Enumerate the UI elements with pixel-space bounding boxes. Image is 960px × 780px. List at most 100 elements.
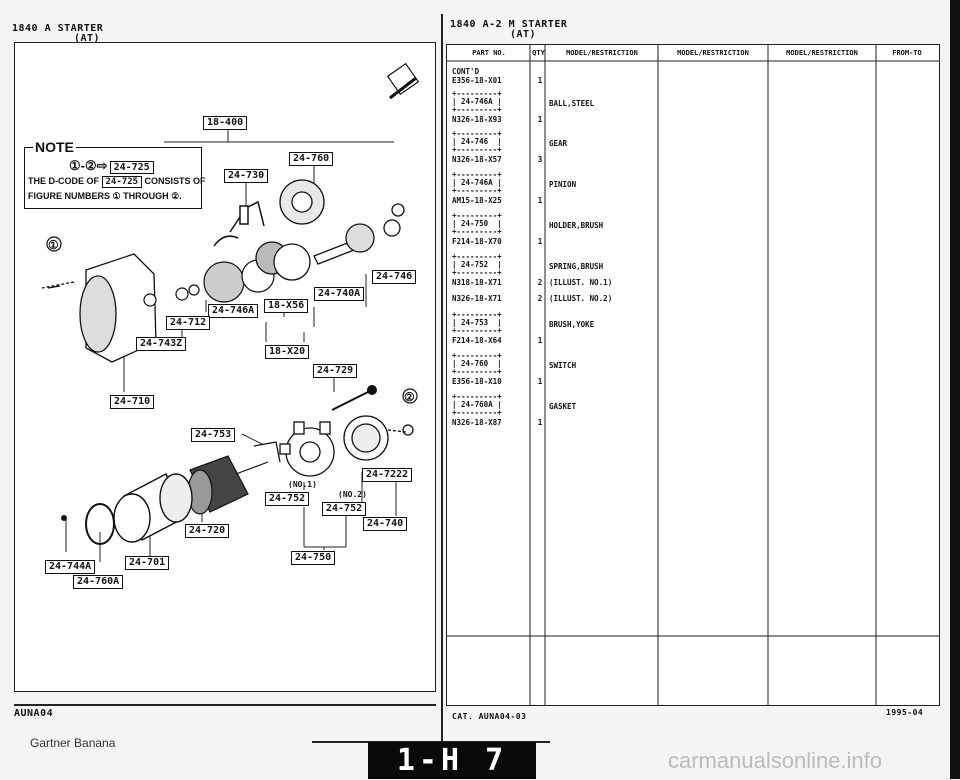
col-header-part-no: PART NO. [472, 49, 506, 57]
ref-box: +---------+ | 24-760A | +---------+ [452, 392, 502, 417]
table-row: +---------+ | 24-746A | +---------+ AM15… [452, 170, 922, 205]
part-qty: 3 [537, 155, 543, 164]
label-24-744A: 24-744A [45, 560, 96, 574]
ref-box: +---------+ | 24-752 | +---------+ [452, 252, 502, 277]
label-24-750: 24-750 [291, 551, 336, 565]
parts-table-grid [446, 44, 940, 706]
ref-box: +---------+ | 24-746A | +---------+ [452, 170, 502, 195]
part-desc: SWITCH [549, 361, 577, 370]
left-header-subtitle: (AT) [74, 33, 101, 44]
part-number: N326-18-X87 [452, 418, 502, 427]
starter-exploded-view [41, 62, 420, 562]
callout-1: ① [48, 238, 59, 252]
callout-circle-2 [402, 388, 418, 404]
table-row: +---------+ | 24-760A | +---------+ N326… [452, 392, 922, 427]
part-qty: 1 [537, 237, 543, 246]
part-qty: 2 [537, 278, 543, 287]
table-row: +---------+ | 24-752 | +---------+ N318-… [452, 253, 922, 303]
label-18-400: 18-400 [203, 116, 248, 130]
part-desc: BALL,STEEL [549, 99, 595, 108]
label-no2: (NO.2) [338, 490, 367, 499]
part-desc-illust-1: (ILLUST. NO.1) [549, 278, 613, 287]
label-24-720: 24-720 [185, 524, 230, 538]
table-row: +---------+ | 24-753 | +---------+ F214-… [452, 310, 922, 345]
part-number: N326-18-X57 [452, 155, 502, 164]
ref-box: +---------+ | 24-750 | +---------+ [452, 211, 502, 236]
part-number: AM15-18-X25 [452, 196, 502, 205]
note-formula-code: 24-725 [109, 161, 154, 174]
table-row: +---------+ | 24-746 | +---------+ N326-… [452, 129, 922, 164]
brush-holder-icon [253, 421, 335, 477]
label-24-760A: 24-760A [73, 575, 124, 589]
ref-box: +---------+ | 24-753 | +---------+ [452, 310, 502, 335]
table-row: +---------+ | 24-760 | +---------+ E356-… [452, 351, 922, 386]
publisher-credit: Gartner Banana [30, 736, 116, 750]
footer-cat: CAT. AUNA04-03 [452, 712, 527, 721]
part-qty: 1 [537, 336, 543, 345]
part-number: F214-18-X64 [452, 336, 502, 345]
right-header-title: 1840 A-2 M STARTER [450, 19, 568, 30]
col-header-from-to: FROM-TO [892, 49, 922, 57]
fwd-arrow-icon [386, 62, 420, 100]
label-24-740A: 24-740A [314, 287, 365, 301]
label-24-752-b: 24-752 [322, 502, 367, 516]
note-text-2: CONSISTS OF [144, 176, 206, 186]
note-formula-end: ② [85, 158, 97, 173]
right-header: 1840 A-2 M STARTER (AT) [450, 20, 567, 40]
note-box: NOTE ①-②⇨24-725 THE D-CODE OF 24-725 CON… [24, 140, 206, 209]
part-qty: 1 [537, 115, 543, 124]
part-desc: GEAR [549, 139, 568, 148]
ref-box: +---------+ | 24-760 | +---------+ [452, 351, 502, 376]
part-number: N318-18-X71 [452, 278, 502, 287]
page-number: 1-H 7 [368, 742, 536, 779]
col-header-qty: QTY [532, 49, 545, 57]
part-desc: SPRING,BRUSH [549, 262, 604, 271]
note-formula: ①-②⇨24-725 [69, 158, 154, 174]
label-18-X56: 18-X56 [264, 299, 309, 313]
page-edge [950, 0, 960, 779]
note-text-1: THE D-CODE OF [28, 176, 99, 186]
part-desc: BRUSH,YOKE [549, 320, 595, 329]
note-text-3: FIGURE NUMBERS ① THROUGH ②. [28, 191, 182, 201]
part-qty-2: 2 [537, 294, 543, 303]
ref-box: +---------+ | 24-746 | +---------+ [452, 129, 502, 154]
part-number: E356-18-X01 [452, 76, 502, 85]
part-desc: GASKET [549, 402, 577, 411]
ref-box: +---------+ | 24-746A | +---------+ [452, 89, 502, 114]
part-number-2: N326-18-X71 [452, 294, 502, 303]
end-housing-icon [343, 415, 414, 461]
part-number: E356-18-X10 [452, 377, 502, 386]
through-bolt-icon [331, 385, 377, 411]
solenoid-icon [255, 179, 325, 281]
table-row: +---------+ | 24-746A | +---------+ N326… [452, 89, 922, 124]
label-24-746A: 24-746A [208, 304, 259, 318]
part-desc: PINION [549, 180, 577, 189]
label-24-743Z: 24-743Z [136, 337, 187, 351]
callout-2: ② [404, 390, 415, 404]
part-qty: 1 [537, 76, 543, 85]
col-header-model-1: MODEL/RESTRICTION [566, 49, 638, 57]
part-cont: CONT'D [452, 67, 480, 76]
label-24-752-a: 24-752 [265, 492, 310, 506]
note-title: NOTE [33, 139, 76, 155]
part-desc-illust-2: (ILLUST. NO.2) [549, 294, 613, 303]
part-qty: 1 [537, 377, 543, 386]
footer-rule-left [14, 704, 436, 706]
label-24-710: 24-710 [110, 395, 155, 409]
label-24-729: 24-729 [313, 364, 358, 378]
footer-left-code: AUNA04 [14, 708, 54, 719]
label-24-7222: 24-7222 [362, 468, 413, 482]
col-header-model-2: MODEL/RESTRICTION [677, 49, 749, 57]
label-24-730: 24-730 [224, 169, 269, 183]
label-24-753: 24-753 [191, 428, 236, 442]
note-line-1: THE D-CODE OF 24-725 CONSISTS OF [28, 176, 206, 188]
note-text-code: 24-725 [101, 176, 143, 188]
parts-table-frame [446, 44, 940, 706]
part-qty: 1 [537, 418, 543, 427]
right-header-subtitle: (AT) [510, 29, 537, 40]
footer-date: 1995-04 [886, 708, 924, 717]
part-desc: HOLDER,BRUSH [549, 221, 604, 230]
table-row: CONT'D E356-18-X01 1 [452, 68, 922, 88]
col-header-model-3: MODEL/RESTRICTION [786, 49, 858, 57]
table-row: +---------+ | 24-750 | +---------+ F214-… [452, 211, 922, 246]
